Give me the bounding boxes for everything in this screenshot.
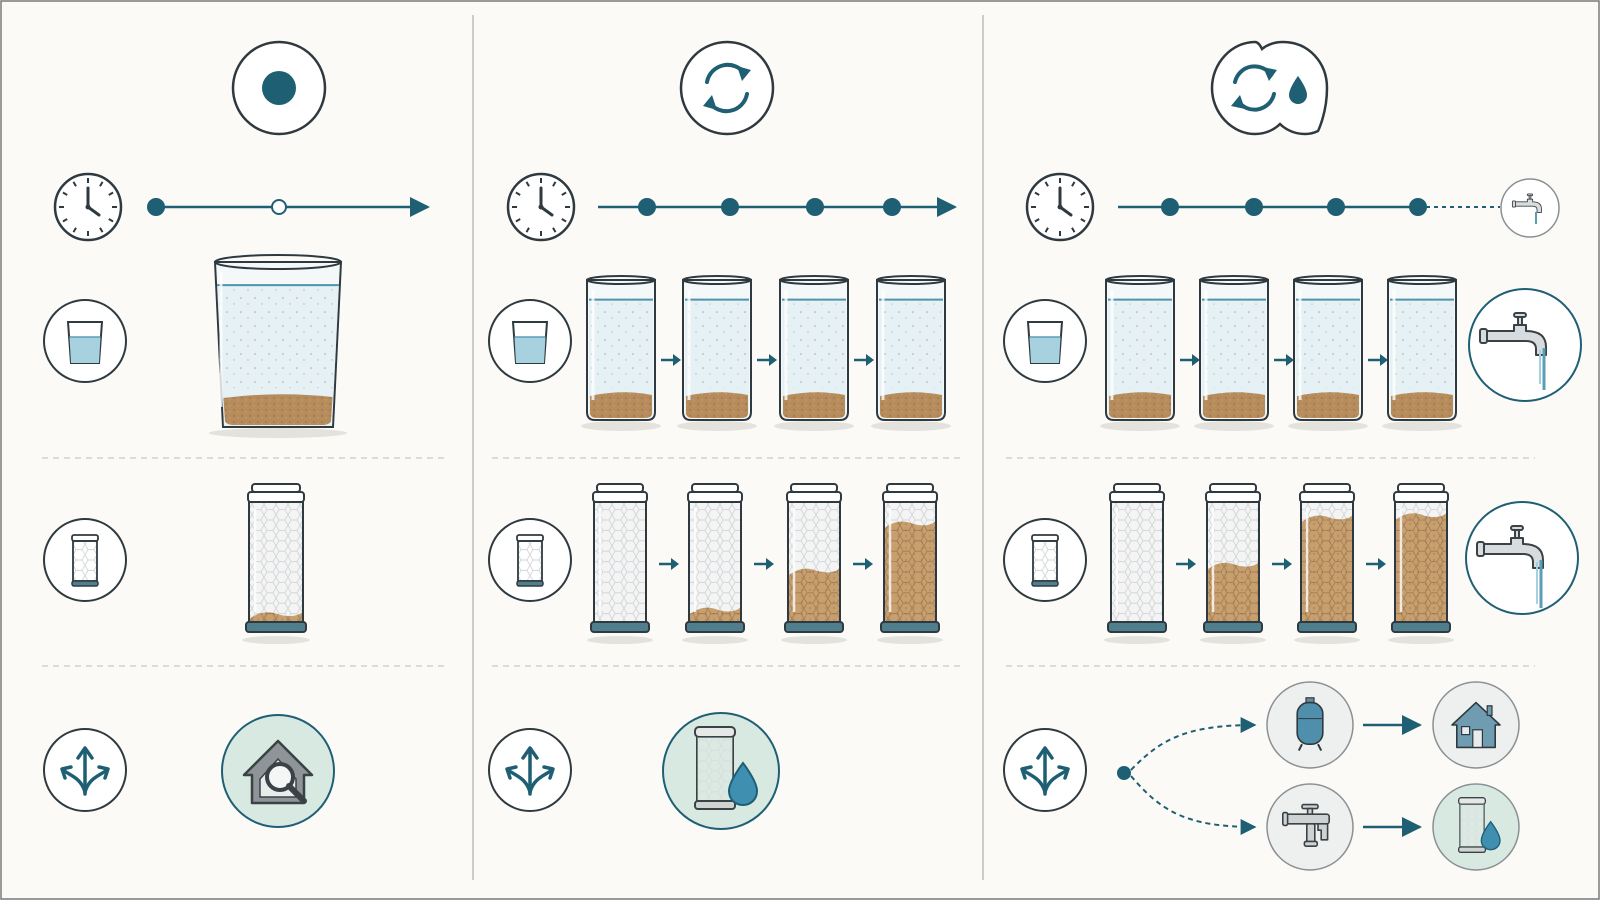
step-arrow	[1366, 558, 1386, 570]
sediment-glass	[209, 254, 347, 438]
filter-water-drop-outcome	[662, 712, 780, 830]
pressure-tank-outcome	[1266, 681, 1354, 769]
house-outcome	[1432, 681, 1520, 769]
timeline-mark	[147, 198, 165, 216]
timeline-mark	[1327, 198, 1345, 216]
faucet-water-row-icon	[1468, 288, 1582, 402]
sediment-glass	[871, 275, 951, 431]
step-arrow	[1274, 354, 1294, 366]
sediment-glass	[1288, 275, 1368, 431]
sediment-glass	[1194, 275, 1274, 431]
sediment-filter-cartridge	[1294, 483, 1360, 644]
step-arrow	[757, 354, 777, 366]
sediment-filter-cartridge	[242, 483, 310, 644]
step-arrow	[853, 558, 873, 570]
split-arrows-icon	[1002, 727, 1088, 813]
sediment-filter-cartridge	[682, 483, 748, 644]
panel-header-single-dot-icon	[231, 40, 327, 136]
step-arrow	[1180, 354, 1200, 366]
timeline-mark	[271, 199, 287, 215]
sediment-filter-cartridge	[587, 483, 653, 644]
step-arrow	[1176, 558, 1196, 570]
timeline-mark	[638, 198, 656, 216]
step-arrow	[1272, 558, 1292, 570]
clock-icon	[1025, 172, 1095, 242]
water-glass-icon	[488, 299, 572, 383]
water-glass-icon	[43, 299, 127, 383]
sediment-filter-cartridge	[1388, 483, 1454, 644]
timeline-mark	[1409, 198, 1427, 216]
sediment-glass	[581, 275, 661, 431]
clock-icon	[506, 172, 576, 242]
step-arrow	[854, 354, 874, 366]
panel-header-cycle-arrows-water-drop-icon	[1210, 40, 1329, 136]
timeline-single	[147, 197, 430, 217]
sediment-glass	[677, 275, 757, 431]
sediment-filter-cartridge	[877, 483, 943, 644]
sediment-glass	[1100, 275, 1180, 431]
timeline-continuous	[1118, 178, 1560, 238]
sediment-filter-cartridge	[1104, 483, 1170, 644]
sediment-filter-cartridge	[781, 483, 847, 644]
clock-icon	[53, 172, 123, 242]
faucet-filter-row-icon	[1465, 501, 1579, 615]
sediment-glass	[1382, 275, 1462, 431]
distribution-branches	[1117, 715, 1422, 837]
timeline-mark	[1161, 198, 1179, 216]
panel-header-cycle-arrows-icon	[679, 40, 775, 136]
split-arrows-icon	[487, 727, 573, 813]
step-arrow	[659, 558, 679, 570]
faucet-valve-outcome	[1266, 783, 1354, 871]
timeline-mark	[1245, 198, 1263, 216]
water-glass-icon	[1003, 299, 1087, 383]
timeline-periodic	[598, 197, 957, 217]
filter-cartridge-icon	[1003, 518, 1087, 602]
timeline-mark	[883, 198, 901, 216]
filter-water-drop-outcome-small	[1432, 783, 1520, 871]
split-arrows-icon	[42, 727, 128, 813]
step-arrow	[754, 558, 774, 570]
filter-cartridge-icon	[43, 518, 127, 602]
filter-cartridge-icon	[488, 518, 572, 602]
house-inspection-icon	[222, 715, 334, 827]
timeline-mark	[721, 198, 739, 216]
sediment-filter-cartridge	[1200, 483, 1266, 644]
sediment-glass	[774, 275, 854, 431]
step-arrow	[1368, 354, 1388, 366]
timeline-mark	[806, 198, 824, 216]
faucet-marker	[1500, 178, 1560, 238]
step-arrow	[661, 354, 681, 366]
